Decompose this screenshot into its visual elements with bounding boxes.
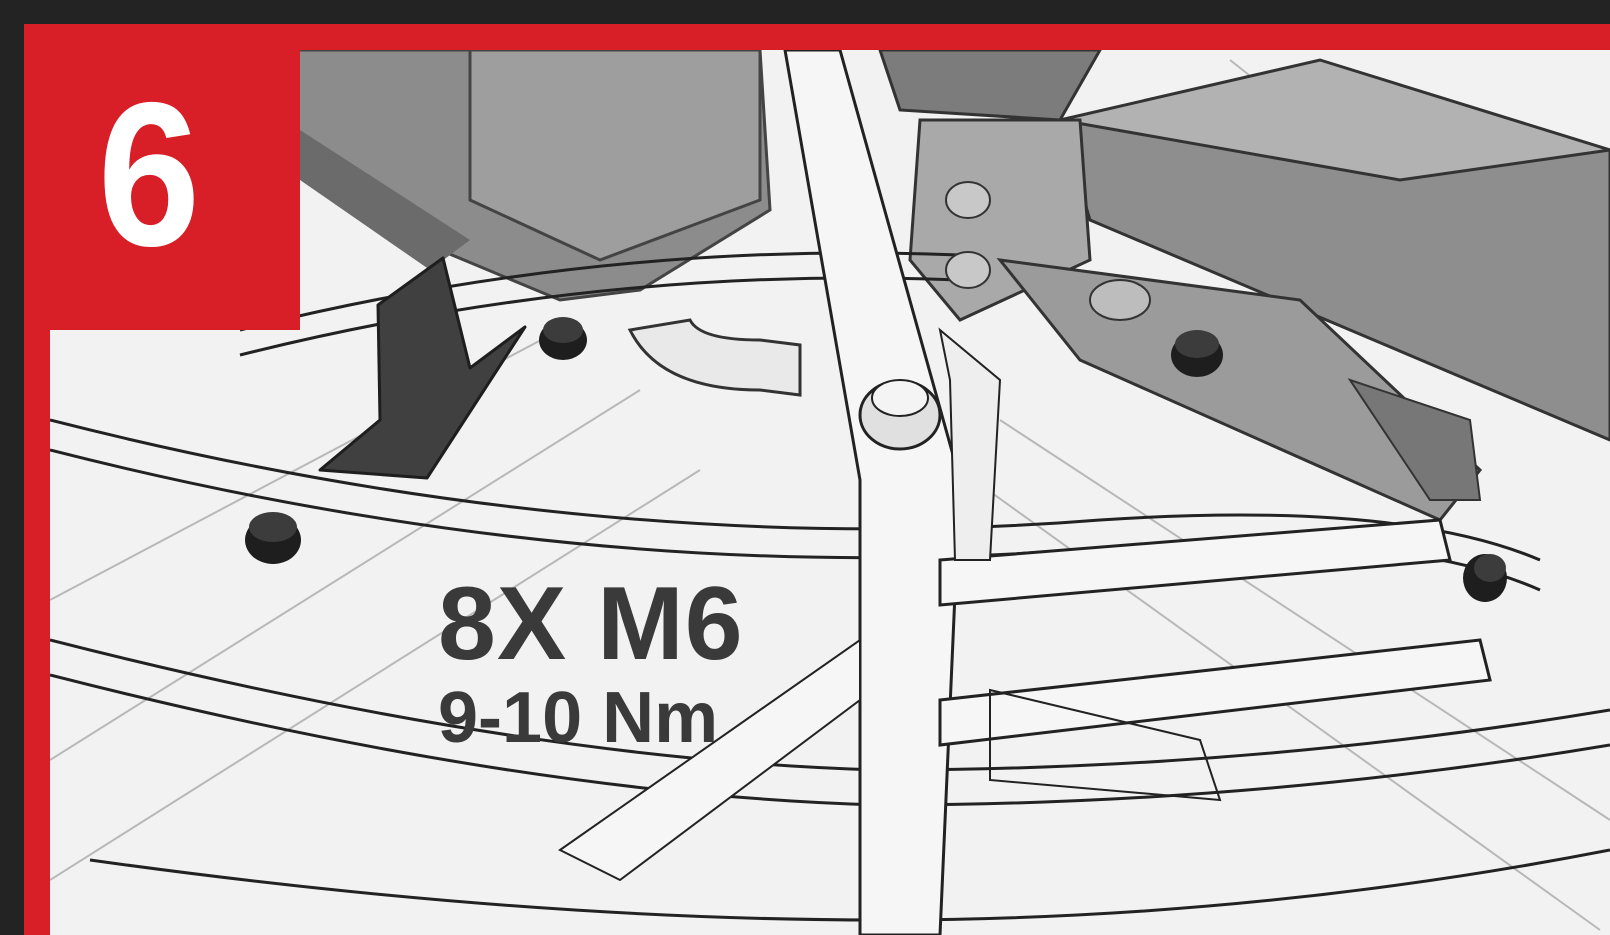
bolt-icon xyxy=(1171,330,1223,377)
bolt-icon xyxy=(245,512,301,564)
assembly-illustration xyxy=(50,50,1610,935)
step-badge: 6 xyxy=(24,24,300,330)
bolt-set xyxy=(245,181,1507,602)
torque-value: 9-10 Nm xyxy=(438,678,719,758)
step-number: 6 xyxy=(97,60,201,289)
pipe-elbow xyxy=(627,279,1151,397)
bracket-bolt-icon xyxy=(945,181,991,289)
machine-drawing xyxy=(50,50,1610,935)
guard-rings xyxy=(50,251,1610,922)
fastener-quantity: 8X M6 xyxy=(438,566,744,682)
center-bolt-icon xyxy=(858,379,942,451)
bolt-icon xyxy=(539,317,587,360)
bolt-icon xyxy=(1463,554,1507,602)
cross-bars xyxy=(558,50,1492,935)
fastener-specification: 8X M6 9-10 Nm xyxy=(438,572,744,754)
down-left-arrow-icon xyxy=(318,256,527,480)
